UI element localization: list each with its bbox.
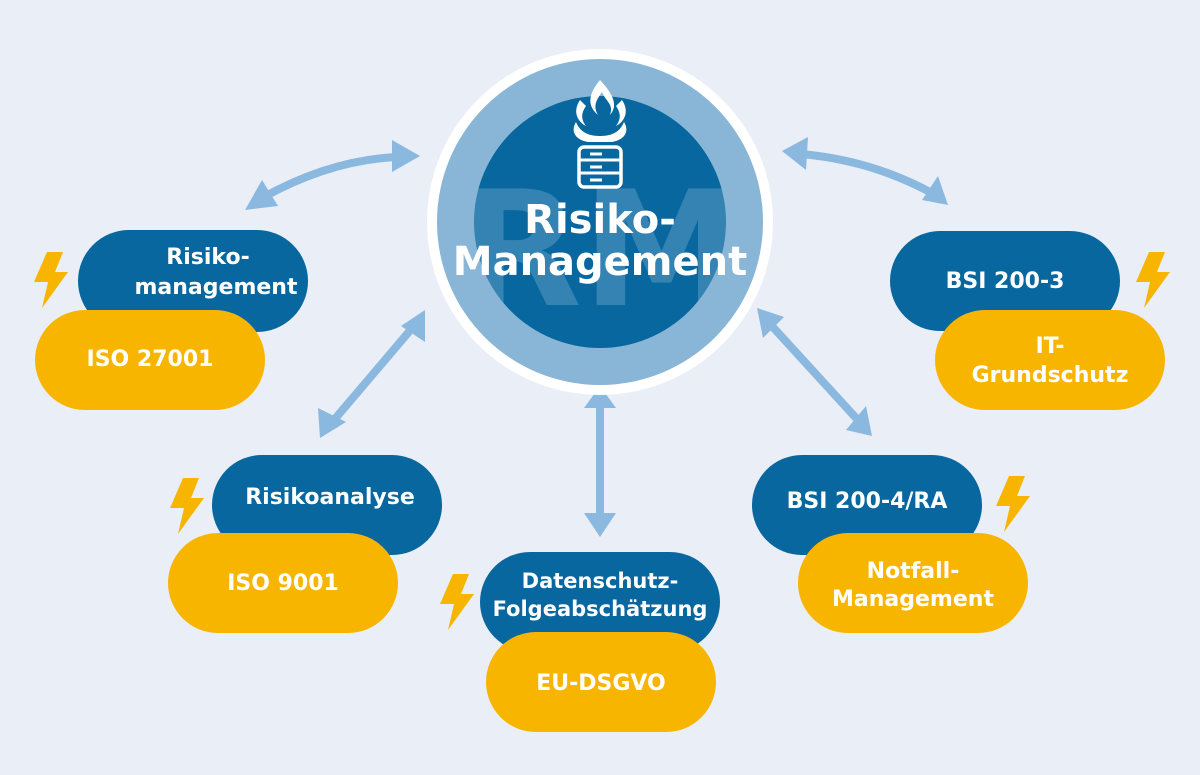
arrow-center-to-notfall [757,308,872,436]
lightning-icon [440,574,474,630]
node-grundschutz-lower-pill [935,310,1165,410]
node-grundschutz: BSI 200-3 IT- Grundschutz [890,231,1170,410]
node-iso9001-upper-line1: Risikoanalyse [245,485,415,510]
arrow-center-to-iso27001 [245,140,420,210]
lightning-icon [34,252,68,308]
node-dsgvo-lower-line1: EU-DSGVO [536,671,666,696]
lightning-icon [1136,252,1170,308]
node-dsgvo-upper-line2: Folgeabschätzung [493,597,708,621]
center-title-line1: Risiko- [524,197,676,243]
lightning-icon [170,478,204,534]
node-iso27001-lower-line1: ISO 27001 [87,347,214,372]
node-iso9001: Risikoanalyse ISO 9001 [168,455,442,633]
arrow-center-to-grundschutz [782,137,948,205]
center-core [474,96,726,348]
node-dsgvo-lower-pill [486,632,716,732]
node-notfall: BSI 200-4/RA Notfall- Management [752,455,1030,633]
node-dsgvo-upper-line1: Datenschutz- [522,569,679,593]
node-notfall-lower-line2: Management [832,587,994,612]
connector-arrows [245,137,948,537]
node-dsgvo: Datenschutz- Folgeabschätzung EU-DSGVO [440,552,720,732]
center-title-line2: Management [453,239,747,285]
node-notfall-lower-line1: Notfall- [867,559,960,584]
node-iso27001-lower-pill [35,310,265,410]
node-grundschutz-upper-line1: BSI 200-3 [946,269,1065,294]
lightning-icon [996,476,1030,532]
node-iso27001-upper-line1: Risiko- [166,245,249,270]
node-notfall-lower-pill [798,533,1028,633]
center-hub: RM Risiko- Management [427,49,773,395]
node-iso9001-lower-pill [168,533,398,633]
node-iso27001-upper-pill [78,230,308,332]
node-grundschutz-lower-line2: Grundschutz [972,363,1129,388]
arrow-center-to-iso9001 [318,310,425,438]
arrow-center-to-dsgvo [584,386,616,537]
node-iso9001-lower-line1: ISO 9001 [227,571,339,596]
burning-server-icon [573,80,627,189]
node-notfall-upper-pill [752,455,982,555]
node-dsgvo-upper-pill [480,552,720,652]
node-iso9001-upper-pill [212,455,442,555]
node-iso27001-upper-line2: management [135,275,298,300]
node-grundschutz-lower-line1: IT- [1035,334,1064,359]
node-iso27001: Risiko- management ISO 27001 [34,230,308,410]
node-notfall-upper-line1: BSI 200-4/RA [787,489,948,514]
node-grundschutz-upper-pill [890,231,1120,331]
